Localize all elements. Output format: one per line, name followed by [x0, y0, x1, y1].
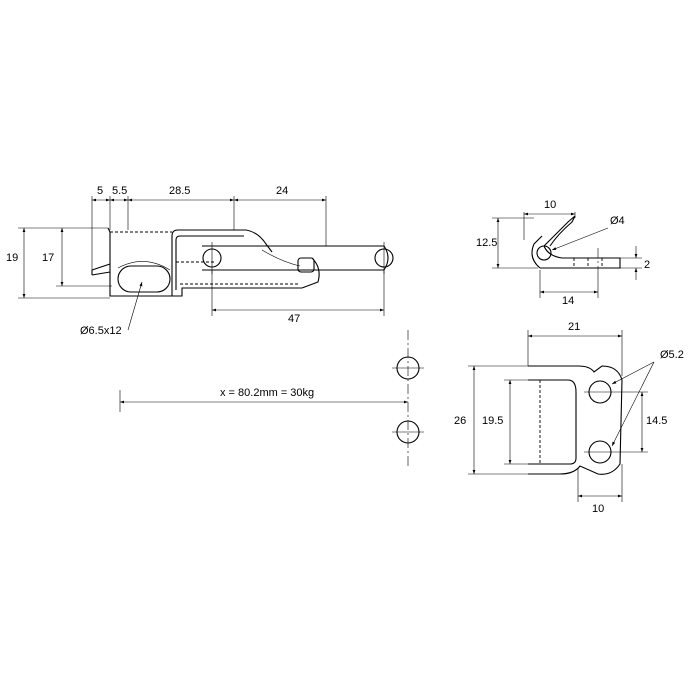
catch-dim-21-label: 21: [568, 321, 580, 333]
slot-size-label: Ø6.5x12: [80, 325, 122, 337]
dim-17-label: 17: [42, 252, 54, 264]
dim-19-label: 19: [6, 252, 18, 264]
latch-tip: [91, 263, 111, 276]
hook-dim-10-label: 10: [544, 199, 556, 211]
catch-plate-front-view: 21 Ø5.2 26 19.5 14.5 10: [454, 321, 684, 515]
catch-dim-26-label: 26: [454, 415, 466, 427]
catch-hole-label: Ø5.2: [660, 349, 684, 361]
dim-28-5-label: 28.5: [169, 185, 190, 197]
dim-5-5-label: 5.5: [112, 185, 127, 197]
dim-47-label: 47: [288, 313, 300, 325]
latch-side-view: 5 5.5 28.5 24 19 17 47 Ø6.5x12: [6, 185, 394, 337]
hook-hole-label: Ø4: [610, 215, 625, 227]
catch-dim-10-label: 10: [592, 503, 604, 515]
hook-dim-14-label: 14: [562, 295, 574, 307]
catch-plate-outline: [528, 365, 623, 475]
latch-base-outline: [109, 232, 302, 297]
hook-side-view: 10 Ø4 12.5 2 14: [476, 199, 650, 307]
catch-dim-14-5-label: 14.5: [646, 415, 667, 427]
hook-dim-2-label: 2: [644, 259, 650, 271]
slot: [117, 265, 171, 293]
distance-label: x = 80.2mm = 30kg: [220, 387, 314, 399]
hook-hole: [536, 245, 552, 261]
dim-24-label: 24: [276, 185, 288, 197]
mounting-holes: x = 80.2mm = 30kg: [119, 330, 424, 468]
hook-dim-12-5-label: 12.5: [476, 237, 497, 249]
dim-5-label: 5: [97, 185, 103, 197]
lever-body: [171, 229, 273, 296]
catch-dim-19-5-label: 19.5: [482, 415, 503, 427]
hook-outline: [540, 215, 621, 269]
arm-link: [297, 257, 315, 273]
lever-arm: [202, 245, 389, 271]
